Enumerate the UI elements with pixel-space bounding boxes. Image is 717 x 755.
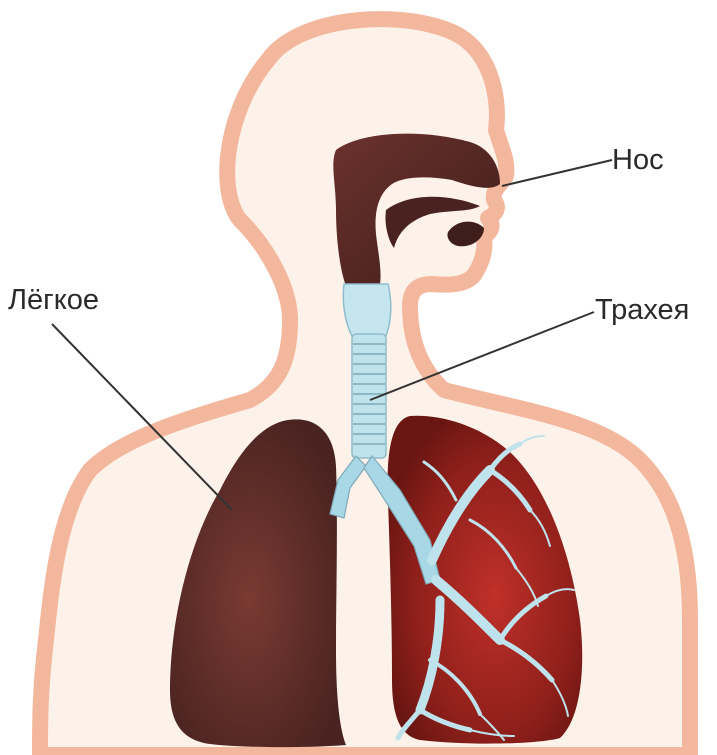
larynx xyxy=(343,284,391,336)
lung-label: Лёгкое xyxy=(8,286,99,315)
nose-label: Нос xyxy=(612,146,664,175)
trachea-label: Трахея xyxy=(595,296,689,325)
nose-leader-line xyxy=(502,160,612,186)
